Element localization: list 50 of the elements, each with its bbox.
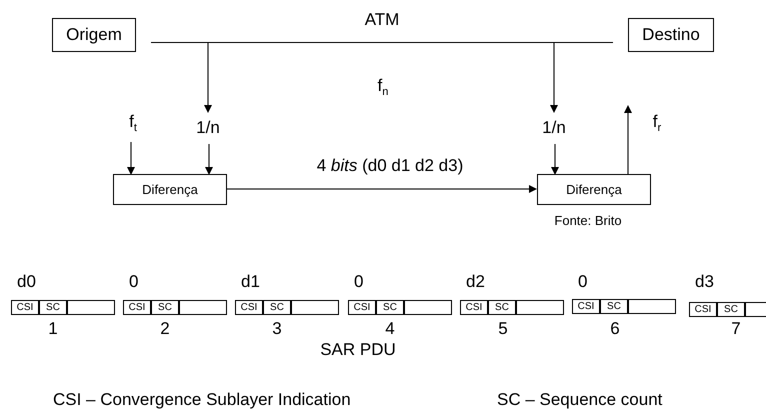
csi-field: CSI [123,300,151,315]
source-note: Fonte: Brito [554,214,622,229]
csi-field: CSI [572,299,600,314]
pdu-number: 2 [160,319,170,339]
pdu-number: 5 [498,319,508,339]
pdu-number: 1 [48,319,58,339]
pdu-number: 7 [731,319,741,339]
data-bit-label: 0 [129,272,138,292]
arrow [550,42,558,113]
edge-label: 4 bits (d0 d1 d2 d3) [314,156,466,176]
arrow [205,144,213,175]
data-bit-label: 0 [578,272,588,292]
arrow [551,144,559,175]
signal-label: f$_{r}$ [647,112,667,136]
sc-field: SC [39,300,67,315]
arrow [624,105,632,174]
csi-field: CSI [689,302,717,317]
arrow [204,42,212,113]
pdu-number: 6 [610,319,620,339]
sc-field: SC [600,299,628,314]
data-bit-label: d1 [241,272,260,292]
sc-field: SC [376,300,404,315]
sc-field: SC [151,300,179,315]
pdu-caption: SAR PDU [320,340,396,360]
definition-note: CSI – Convergence Sublayer Indication [53,390,351,409]
data-bit-label: d3 [695,272,714,292]
arrow [127,142,135,175]
sc-field: SC [717,302,745,317]
csi-field: CSI [11,300,39,315]
process-box: Diferença [537,174,651,205]
network-line: ATM [151,10,613,43]
pdu-number: 4 [385,319,395,339]
csi-field: CSI [348,300,376,315]
data-bit-label: 0 [354,272,364,292]
pdu-number: 3 [272,319,282,339]
arrow [226,185,537,193]
data-bit-label: d0 [17,272,36,292]
sc-field: SC [263,300,291,315]
definition-note: SC – Sequence count [497,390,662,409]
process-box: Diferença [113,174,227,205]
frequency-label: f$_{n}$ [378,76,388,99]
signal-label: f$_{t}$ [123,112,143,136]
process-box: Destino [628,18,714,52]
process-box: Origem [52,18,136,52]
data-bit-label: d2 [466,272,485,292]
ratio-label: 1/n [539,118,569,138]
csi-field: CSI [460,300,488,315]
ratio-label: 1/n [193,118,223,138]
sc-field: SC [488,300,516,315]
csi-field: CSI [235,300,263,315]
